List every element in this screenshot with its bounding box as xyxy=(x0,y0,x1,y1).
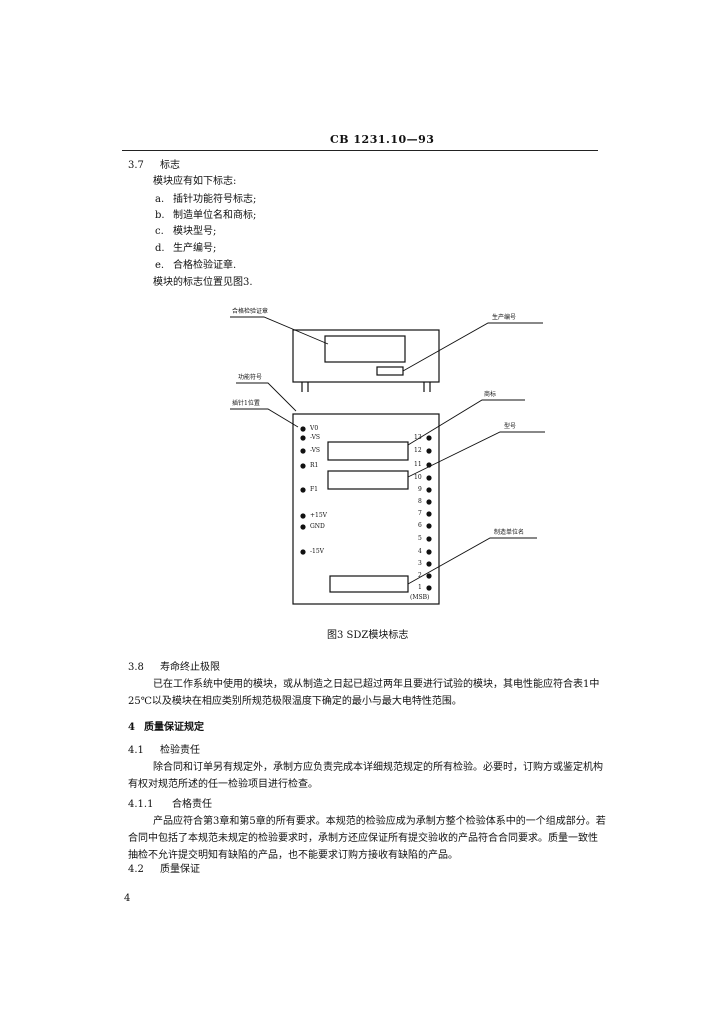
pin-dot xyxy=(426,549,432,555)
leader-func xyxy=(236,382,297,412)
stamp-box xyxy=(324,335,406,363)
leader-brand xyxy=(407,399,525,446)
sec4-title: 质量保证规定 xyxy=(144,722,204,733)
pin-dot xyxy=(300,487,306,493)
pin-label: 3 xyxy=(418,560,422,567)
pin-label: 6 xyxy=(418,522,422,529)
sec41-body: 除合同和订单另有规定外，承制方应负责完成本详细规范规定的所有检验。必要时，订购方… xyxy=(128,762,603,790)
sec37-intro: 模块应有如下标志: xyxy=(153,176,237,187)
sec4-num: 4 xyxy=(128,722,135,733)
leader-stamp xyxy=(230,316,329,345)
pin-label: +15V xyxy=(310,512,327,519)
label-maker: 制造单位名 xyxy=(494,529,525,536)
sec42-title: 质量保证 xyxy=(160,864,200,875)
msb-label: (MSB) xyxy=(410,594,430,601)
sec411-num: 4.1.1 xyxy=(128,799,154,810)
sec411-body: 产品应符合第3章和第5章的所有要求。本规范的检验应成为承制方整个检验体系中的一个… xyxy=(128,816,606,861)
list-item-label: a. xyxy=(155,194,165,205)
list-item-text: 合格检验证章. xyxy=(173,260,237,271)
list-item-label: b. xyxy=(155,210,165,221)
pin-label: 12 xyxy=(414,447,422,454)
sec38-title: 寿命终止极限 xyxy=(160,662,220,673)
label-func: 功能符号 xyxy=(238,374,263,381)
list-item-text: 生产编号; xyxy=(173,243,217,254)
doc-code: CB 1231.10—93 xyxy=(330,133,435,146)
label-stamp: 合格检验证章 xyxy=(232,308,269,315)
maker-box xyxy=(329,575,409,593)
pin-label: 11 xyxy=(414,461,422,468)
figure-caption: 图3 SDZ模块标志 xyxy=(327,630,409,641)
page-number: 4 xyxy=(124,893,131,904)
leader-maker xyxy=(407,537,537,585)
module-side-view xyxy=(292,329,440,383)
pin-label: 2 xyxy=(418,572,422,579)
pin-label: GND xyxy=(310,523,325,530)
pin-dot xyxy=(426,448,432,454)
pin-label: 9 xyxy=(418,486,422,493)
pin-label: -VS xyxy=(310,447,321,454)
list-item-text: 模块型号; xyxy=(173,226,217,237)
leader-model xyxy=(407,431,545,478)
pin-dot xyxy=(300,448,306,454)
pin-label: 8 xyxy=(418,498,422,505)
sec411-title: 合格责任 xyxy=(172,799,212,810)
list-item-text: 制造单位名和商标; xyxy=(173,210,257,221)
label-model: 型号 xyxy=(504,423,517,430)
pin-dot xyxy=(426,536,432,542)
pin-dot xyxy=(426,561,432,567)
label-serial: 生产编号 xyxy=(492,314,517,321)
pin-dot xyxy=(426,585,432,591)
pin-dot xyxy=(426,511,432,517)
sec37-num: 3.7 xyxy=(128,160,144,171)
label-pin1: 插针1位置 xyxy=(232,400,260,407)
pin-dot xyxy=(426,487,432,493)
pin-dot xyxy=(426,435,432,441)
pin-label: -15V xyxy=(310,548,324,555)
pin-label: 1 xyxy=(418,584,422,591)
sec38-body: 已在工作系统中使用的模块，或从制造之日起已超过两年且要进行试验的模块，其电性能应… xyxy=(128,679,600,707)
serial-box xyxy=(376,366,404,376)
model-box xyxy=(327,470,409,490)
list-item-label: d. xyxy=(155,243,165,254)
pin-dot xyxy=(300,463,306,469)
sec41-num: 4.1 xyxy=(128,745,144,756)
sec38-num: 3.8 xyxy=(128,662,144,673)
sec41-title: 检验责任 xyxy=(160,745,200,756)
pin-dot xyxy=(300,435,306,441)
module-front-view xyxy=(292,413,440,605)
header-rule xyxy=(122,150,598,151)
pin-dot xyxy=(300,549,306,555)
pin-dot xyxy=(300,426,306,432)
list-item-text: 插针功能符号标志; xyxy=(173,194,257,205)
pin-label: 10 xyxy=(414,474,422,481)
pin-label: 4 xyxy=(418,548,422,555)
leader-pin1 xyxy=(230,408,299,428)
sec37-title: 标志 xyxy=(160,160,180,171)
pin-label: 5 xyxy=(418,535,422,542)
brand-box xyxy=(327,441,409,461)
pin-dot xyxy=(300,524,306,530)
pin-label: F1 xyxy=(310,486,318,493)
label-brand: 商标 xyxy=(484,391,497,398)
pin-dot xyxy=(300,513,306,519)
leader-serial xyxy=(402,322,543,372)
pin-dot xyxy=(426,573,432,579)
sec37-ref: 模块的标志位置见图3. xyxy=(153,277,253,288)
list-item-label: c. xyxy=(155,226,164,237)
list-item-label: e. xyxy=(155,260,165,271)
pin-dot xyxy=(426,475,432,481)
pin-dot xyxy=(426,499,432,505)
pin-label: 13 xyxy=(414,434,422,441)
pin-label: V0 xyxy=(310,425,319,432)
pin-label: R1 xyxy=(310,462,319,469)
sec42-num: 4.2 xyxy=(128,864,144,875)
pin-dot xyxy=(426,523,432,529)
pin-dot xyxy=(426,462,432,468)
pin-label: -VS xyxy=(310,434,321,441)
pin-label: 7 xyxy=(418,510,422,517)
